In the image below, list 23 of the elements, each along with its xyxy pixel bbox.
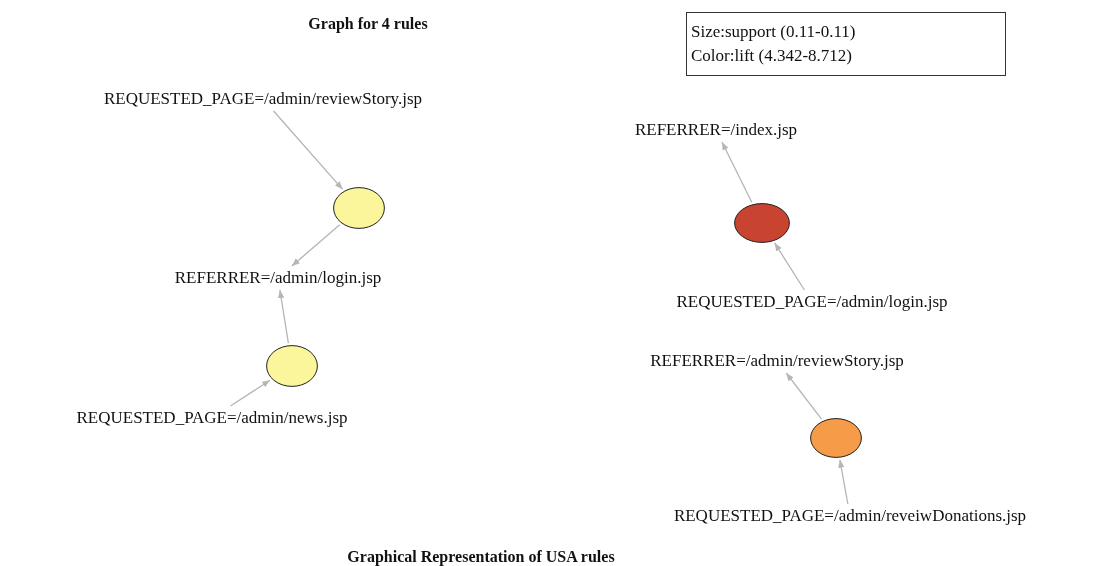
item-label: REQUESTED_PAGE=/admin/reviewStory.jsp xyxy=(103,89,423,109)
arrow xyxy=(278,289,289,344)
arrow xyxy=(785,372,823,420)
rule-circle xyxy=(734,203,790,243)
item-label: REFERRER=/admin/login.jsp xyxy=(174,268,382,288)
arrow xyxy=(838,459,849,505)
item-label: REFERRER=/admin/reviewStory.jsp xyxy=(650,351,904,371)
item-label: REQUESTED_PAGE=/admin/reveiwDonations.jsp xyxy=(673,506,1027,526)
arrow xyxy=(291,224,341,267)
graph-caption: Graphical Representation of USA rules xyxy=(347,547,615,566)
arrow xyxy=(774,242,806,291)
rule-circle xyxy=(810,418,862,458)
legend-text: Size:support (0.11-0.11) xyxy=(691,21,857,43)
arrow xyxy=(229,379,271,407)
arrow xyxy=(721,141,753,203)
item-label: REQUESTED_PAGE=/admin/login.jsp xyxy=(676,292,948,312)
rule-circle xyxy=(333,187,385,229)
item-label: REQUESTED_PAGE=/admin/news.jsp xyxy=(76,408,348,428)
item-label: REFERRER=/index.jsp xyxy=(634,120,798,140)
rule-circle xyxy=(266,345,318,387)
legend-text: Color:lift (4.342-8.712) xyxy=(691,45,853,67)
graph-title: Graph for 4 rules xyxy=(308,14,428,35)
arrow xyxy=(272,110,344,190)
